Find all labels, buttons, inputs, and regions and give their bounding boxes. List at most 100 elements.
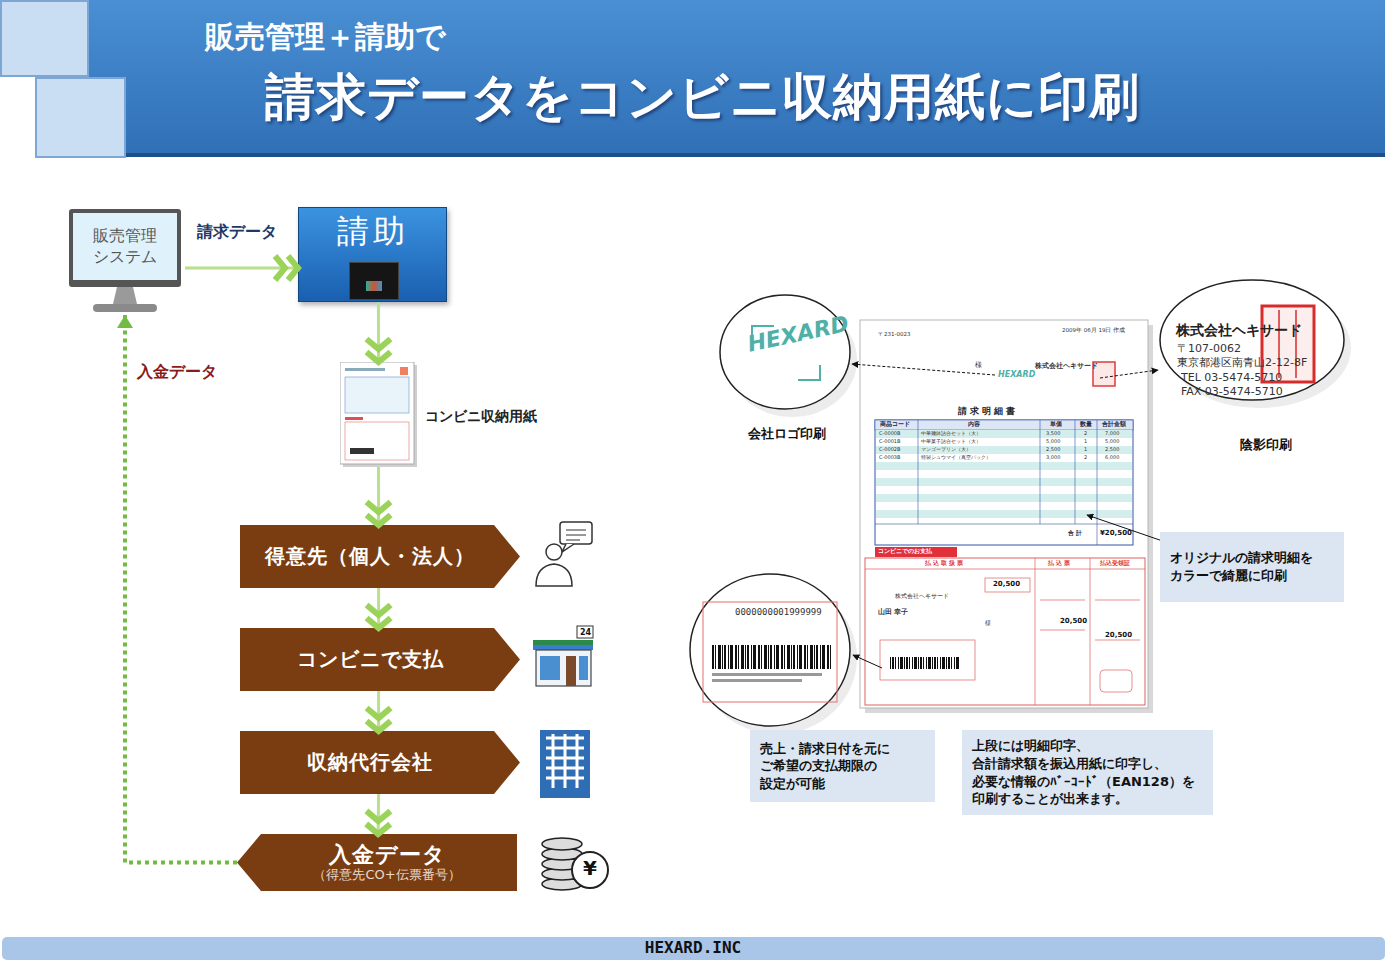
note-box: オリジナルの請求明細を カラーで綺麗に印刷	[1160, 532, 1344, 602]
banner-fill	[237, 834, 517, 891]
text-label: C-0002B	[879, 447, 900, 453]
node-text: 得意先（個人・法人）	[265, 543, 475, 570]
chevron-head	[366, 339, 390, 349]
doc-table	[345, 377, 409, 413]
text-label: C-0000B	[879, 431, 900, 437]
text-label: C-0001B	[879, 439, 900, 445]
flow-connector	[117, 315, 237, 863]
text-label: 2	[1084, 455, 1087, 461]
text-label: 1	[1084, 439, 1087, 445]
text-label: 様	[985, 620, 991, 627]
store-door	[566, 656, 576, 686]
bubble-lines	[566, 530, 586, 540]
node-text: 販売管理 システム	[73, 226, 177, 268]
store-awning	[533, 645, 593, 650]
text-label: 払込受領証	[1100, 560, 1130, 567]
invoice-paper	[860, 320, 1148, 708]
detail-table	[875, 420, 1133, 545]
table-rules	[875, 420, 1133, 545]
text-label: 払 込 票	[1048, 560, 1070, 567]
flow-connector	[366, 794, 390, 834]
text-label: 3,500	[1046, 431, 1060, 437]
monitor-neck	[113, 287, 137, 304]
chevron-head	[366, 824, 390, 834]
store-window	[540, 656, 560, 680]
building-icon	[540, 730, 590, 798]
monitor-base	[93, 304, 157, 312]
process-banner: 収納代行会社	[240, 731, 520, 794]
document-thumbnail: コンビニ収納用紙	[340, 362, 417, 467]
doc-banner	[345, 417, 363, 420]
store-icon	[533, 626, 593, 686]
text-label: HEXARD.INC	[645, 939, 741, 957]
text-label: マンゴープリン（大）	[921, 447, 971, 453]
slip-frame	[703, 602, 837, 702]
system-monitor: 販売管理 システム	[65, 205, 185, 315]
text-label: コンビニでのお支払	[878, 548, 932, 555]
barcode-callout	[690, 574, 850, 726]
text-label: 2,500	[1105, 447, 1119, 453]
chevron-head	[275, 256, 285, 280]
arrow-head	[117, 315, 133, 328]
text-label: 5,000	[1046, 439, 1060, 445]
chevron-head	[366, 352, 390, 362]
store-awning	[533, 640, 593, 645]
preview-graphic	[366, 281, 382, 291]
deco-square	[1, 1, 88, 76]
amount-box	[985, 578, 1030, 592]
banner-fill	[240, 525, 520, 588]
text-label: 5,000	[1105, 439, 1119, 445]
store-window	[579, 656, 588, 680]
node-text: 請助	[299, 214, 446, 249]
edge-label: 請求データ	[197, 222, 277, 243]
footer-band	[2, 937, 1385, 960]
doc-paper	[340, 362, 414, 464]
coins-icon	[542, 838, 608, 890]
monitor-screen: 販売管理 システム	[69, 209, 181, 287]
text-label: 6,000	[1105, 455, 1119, 461]
text-label: 山田 幸子	[878, 609, 908, 616]
text-label: 株式会社ヘキサード	[895, 593, 949, 599]
app-preview	[349, 262, 399, 300]
table-stripe	[876, 478, 1132, 486]
text-label: 2,500	[1046, 447, 1060, 453]
text-label: 3,000	[1046, 455, 1060, 461]
text-label: 20,500	[1105, 631, 1132, 639]
document-art	[340, 362, 417, 467]
barcode	[712, 645, 832, 669]
table-header	[875, 420, 1133, 430]
chevron-head	[288, 256, 298, 280]
table-stripe	[876, 494, 1132, 502]
process-banner: 入金データ（得意先CO+伝票番号）	[237, 834, 517, 891]
process-banner: コンビニで支払	[240, 628, 520, 691]
connector-line	[377, 588, 380, 628]
banner-fill	[240, 731, 520, 794]
doc-header	[345, 368, 385, 371]
doc-seal	[400, 367, 408, 375]
text-label: 東京都港区南青山2-12-8F	[1177, 357, 1307, 370]
node-text: 収納代行会社	[307, 749, 433, 776]
payment-slip	[865, 558, 1145, 705]
text-label: HEXARD	[998, 370, 1035, 379]
leader-arrow	[853, 655, 882, 668]
payment-banner	[875, 547, 957, 557]
process-banner: 得意先（個人・法人）	[240, 525, 520, 588]
connector-line	[377, 691, 380, 731]
store-body	[536, 650, 591, 686]
connector-line	[125, 315, 237, 863]
chevron-head	[367, 708, 391, 718]
person-body	[536, 564, 572, 586]
title-band-edge	[88, 153, 1385, 157]
flow-connector	[366, 302, 390, 362]
text-label: 請 求 明 細 書	[958, 407, 1015, 417]
flow-connector	[185, 256, 298, 280]
connector-line	[185, 266, 298, 269]
seal-callout	[1160, 280, 1344, 400]
text-label: 24	[580, 628, 591, 637]
text-label: 株式会社ヘキサード	[1035, 363, 1098, 370]
text-label: 販売管理＋請助で	[205, 20, 446, 55]
text-label: 中華菓子詰合セット（大）	[921, 439, 981, 445]
text-label: 中華麺鉢詰合セット（大）	[921, 431, 981, 437]
leader-arrow	[1100, 370, 1158, 378]
node-text: コンビニ収納用紙	[425, 408, 537, 426]
